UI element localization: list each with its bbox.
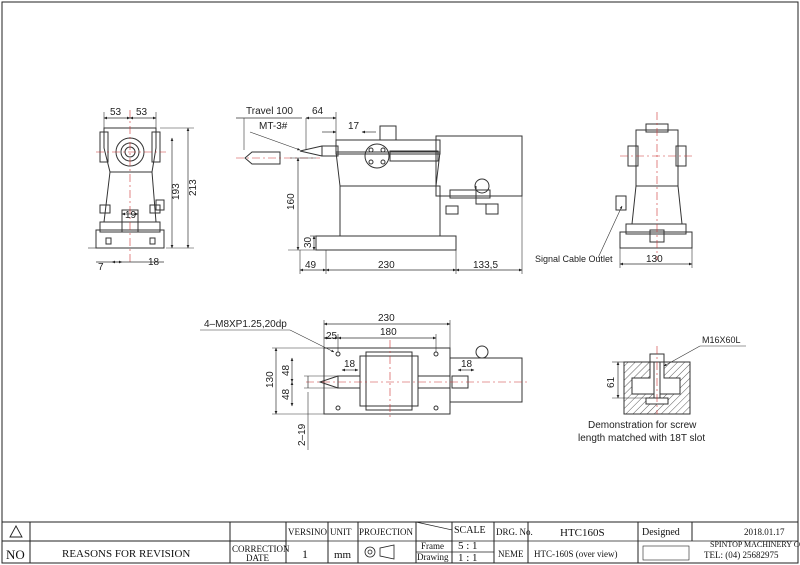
right-view — [597, 112, 694, 268]
tb-designed-label: Designed — [642, 527, 680, 538]
side-view — [236, 112, 523, 274]
tb-company: SPINTOP MACHINERY CO., LTD. — [710, 540, 800, 549]
tb-unit-label: UNIT — [330, 527, 352, 537]
top-dim-180: 180 — [380, 327, 397, 338]
top-dim-130: 130 — [265, 371, 276, 388]
tb-name-label: NEME — [498, 549, 524, 559]
front-view — [88, 110, 194, 264]
tb-drg-no-label: DRG. No. — [496, 527, 533, 537]
tb-scale-frame: 5 : 1 — [458, 540, 478, 552]
top-dim-48-upper: 48 — [281, 364, 292, 376]
side-dim-230: 230 — [378, 260, 395, 271]
tb-frame-label: Frame — [421, 541, 444, 551]
front-dim-213: 213 — [188, 179, 199, 196]
top-dim-48-lower: 48 — [281, 388, 292, 400]
detail-dim-61: 61 — [606, 376, 617, 388]
tb-name-value: HTC-160S (over view) — [534, 549, 617, 559]
tb-tel: TEL: (04) 25682975 — [704, 550, 779, 560]
front-dim-7: 7 — [98, 262, 104, 273]
detail-screw-label: M16X60L — [702, 335, 741, 345]
tb-scale-drawing: 1 : 1 — [458, 552, 478, 564]
side-dim-30: 30 — [303, 236, 314, 248]
tb-reasons-label: REASONS FOR REVISION — [62, 548, 190, 560]
side-mt-label: MT-3# — [259, 121, 288, 132]
detail-caption-line2: length matched with 18T slot — [578, 433, 705, 444]
front-dim-19: 19 — [125, 210, 137, 221]
front-dim-53-right: 53 — [136, 107, 148, 118]
side-dim-133-5: 133,5 — [473, 260, 498, 271]
tb-correction-label: CORRECTION — [232, 544, 290, 554]
tb-no-label: NO — [6, 547, 25, 562]
tb-date-value: 2018.01.17 — [744, 527, 785, 537]
top-dim-18-left: 18 — [344, 359, 356, 370]
side-dim-160: 160 — [286, 193, 297, 210]
side-dim-17: 17 — [348, 121, 360, 132]
tb-scale-label: SCALE — [454, 525, 486, 536]
tb-version-value: 1 — [302, 547, 308, 561]
tb-projection-label: PROJECTION — [359, 527, 414, 537]
right-dim-130: 130 — [646, 254, 663, 265]
screw-detail-view — [612, 345, 746, 415]
side-travel-label: Travel 100 — [246, 106, 293, 117]
top-dim-230: 230 — [378, 313, 395, 324]
tb-drawing-label: Drawing — [417, 552, 449, 562]
front-dim-18: 18 — [148, 257, 160, 268]
tb-unit-value: mm — [334, 549, 352, 561]
right-signal-cable-label: Signal Cable Outlet — [535, 254, 613, 264]
tb-date-label: DATE — [246, 553, 269, 563]
top-dim-18-right: 18 — [461, 359, 473, 370]
top-view — [200, 320, 530, 450]
top-dim-25: 25 — [326, 331, 338, 342]
front-dim-193: 193 — [171, 183, 182, 200]
top-bolts-label: 4–M8XP1.25,20dp — [204, 319, 287, 330]
title-block — [2, 521, 798, 563]
detail-caption-line1: Demonstration for screw — [588, 420, 697, 431]
top-dim-2-19: 2–19 — [297, 423, 308, 446]
tb-version-label: VERSINO — [288, 527, 328, 537]
side-dim-64: 64 — [312, 106, 324, 117]
front-dim-53-left: 53 — [110, 107, 122, 118]
side-dim-49: 49 — [305, 260, 317, 271]
tb-drg-no-value: HTC160S — [560, 527, 605, 539]
